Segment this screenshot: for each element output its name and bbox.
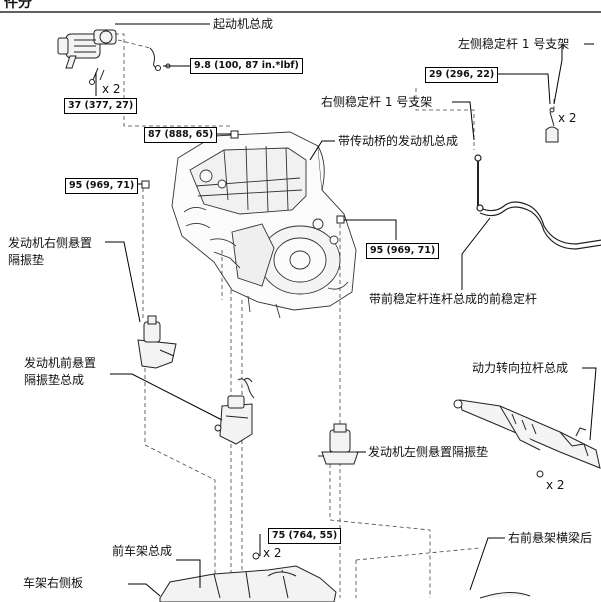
starter-bolts: [89, 67, 105, 85]
label-right-bracket: 右侧稳定杆 1 号支架: [321, 95, 433, 109]
label-right-mount-line1: 发动机右侧悬置: [8, 236, 93, 250]
torque-spec-bracket: 29 (296, 22): [425, 67, 499, 83]
steering-rack-drawing: [453, 399, 601, 478]
stabilizer-drawing: [474, 154, 601, 250]
right-mount-drawing: [137, 315, 177, 369]
label-front-stabilizer: 带前稳定杆连杆总成的前稳定杆: [369, 292, 538, 306]
torque-spec-starter-wire: 9.8 (100, 87 in.*lbf): [190, 58, 303, 74]
label-front-subframe: 前车架总成: [112, 544, 173, 558]
label-starter: 起动机总成: [213, 17, 274, 31]
torque-spec-starter-bolt: 37 (377, 27): [64, 98, 138, 114]
torque-spec-engine-right: 95 (969, 71): [65, 178, 139, 194]
label-steering-rack: 动力转向拉杆总成: [472, 361, 569, 375]
stabilizer-bracket-drawing: [545, 107, 559, 143]
left-mount-drawing: [318, 423, 359, 465]
starter-drawing: [57, 29, 117, 69]
label-engine-assy: 带传动桥的发动机总成: [338, 134, 459, 148]
starter-wire: [149, 47, 171, 71]
label-right-mount-line2: 隔振垫: [8, 253, 45, 267]
qty-bracket-bolts: x 2: [558, 111, 577, 125]
qty-rack-bolts: x 2: [546, 478, 565, 492]
engine-drawing: [171, 131, 357, 319]
subframe-drawing: [159, 552, 531, 602]
torque-spec-engine-left: 95 (969, 71): [366, 243, 440, 259]
label-left-mount: 发动机左侧悬置隔振垫: [368, 445, 489, 459]
torque-spec-engine-top: 87 (888, 65): [144, 127, 218, 143]
qty-subframe-bolts: x 2: [263, 546, 282, 560]
label-front-mount-line2: 隔振垫总成: [24, 373, 85, 387]
label-left-bracket: 左侧稳定杆 1 号支架: [458, 37, 570, 51]
label-right-crossmember: 右前悬架横梁后: [508, 531, 593, 545]
label-front-mount-line1: 发动机前悬置: [24, 356, 97, 370]
torque-spec-subframe: 75 (764, 55): [268, 528, 342, 544]
label-frame-right-plate: 车架右侧板: [23, 576, 84, 590]
header-title: 件分: [4, 0, 32, 11]
front-mount-drawing: [214, 377, 255, 445]
qty-starter-bolts: x 2: [102, 82, 121, 96]
